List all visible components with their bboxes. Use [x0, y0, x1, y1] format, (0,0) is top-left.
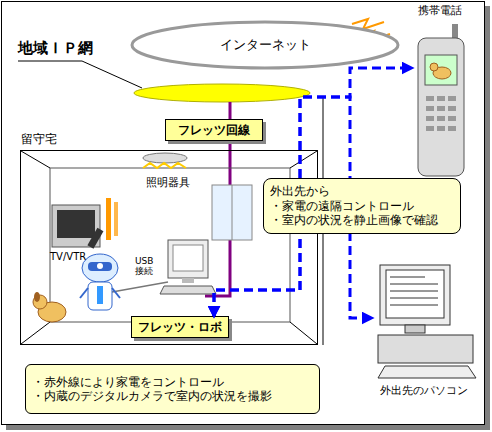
network-label: 地域ＩＰ網	[18, 40, 93, 57]
ceiling-lamp	[143, 163, 186, 168]
mobile-phone	[448, 96, 456, 101]
mobile-phone	[448, 116, 456, 121]
remote-computer	[390, 277, 425, 278]
ip-network-ellipse	[134, 84, 310, 102]
phone-node: 携帯電話	[412, 30, 470, 178]
robot	[80, 254, 168, 310]
remote-computer	[390, 305, 438, 306]
node-text: ・室内の状況を静止画像で確認	[270, 213, 454, 227]
process-box: フレッツ・ロボ	[131, 316, 229, 338]
node-text: フレッツ回線	[178, 123, 250, 137]
dog	[34, 292, 40, 302]
connection-label: USB接続	[135, 256, 161, 277]
leader-line	[18, 61, 142, 88]
remote-computer	[378, 265, 476, 378]
mobile-phone	[437, 116, 445, 121]
mobile-phone	[426, 106, 434, 111]
node-heading: 携帯電話	[418, 4, 462, 17]
computer-node: 外出先のパソコン	[372, 262, 480, 380]
mobile-phone	[430, 63, 438, 71]
dog	[33, 292, 66, 322]
remote-computer	[390, 291, 438, 292]
mobile-phone	[425, 55, 457, 85]
home-computer	[160, 240, 216, 294]
window	[212, 185, 252, 240]
remote-computer	[405, 325, 425, 333]
robot	[88, 282, 112, 310]
node-text: 外出先から	[270, 184, 454, 198]
dashed-connector	[214, 68, 412, 316]
window	[212, 185, 252, 240]
mobile-phone	[426, 96, 434, 101]
room-walls	[290, 322, 317, 344]
leader-line	[18, 61, 142, 88]
mobile-phone	[418, 24, 464, 176]
ceiling-lamp	[143, 153, 187, 163]
robot	[112, 288, 120, 298]
robot	[112, 282, 168, 292]
tv-vtr	[87, 228, 103, 249]
room-walls	[21, 151, 50, 168]
mobile-phone	[448, 126, 456, 131]
infrared-bars	[106, 198, 111, 240]
room-walls	[290, 151, 317, 168]
mobile-phone	[426, 126, 434, 131]
home-computer	[173, 245, 203, 271]
robot	[97, 286, 103, 304]
ip-network-ellipse	[134, 84, 310, 102]
mobile-phone	[418, 38, 464, 176]
room-walls	[50, 168, 290, 322]
remote-computer	[380, 265, 450, 325]
frame	[2, 2, 485, 425]
cloud-ellipse: インターネット	[130, 20, 400, 70]
remote-computer	[390, 284, 438, 285]
dashed-connector	[214, 97, 372, 318]
node-text: インターネット	[220, 37, 311, 53]
mobile-phone	[448, 106, 456, 111]
part-label: TV/VTR	[50, 251, 86, 263]
home-computer	[160, 286, 216, 294]
node-heading: 外出先のパソコン	[380, 384, 468, 397]
ellipse-outline	[132, 22, 398, 68]
home-computer	[182, 278, 194, 283]
tv-vtr	[57, 210, 95, 238]
part-label: 照明器具	[146, 177, 190, 190]
node-text: フレッツ・ロボ	[138, 320, 222, 334]
infrared-bars	[106, 198, 118, 240]
infrared-bars	[114, 202, 118, 236]
node-text: ・赤外線により家電をコントロール	[32, 375, 313, 389]
mobile-phone	[426, 116, 434, 121]
mobile-phone	[437, 106, 445, 111]
remote-computer	[378, 335, 473, 363]
robot	[82, 254, 118, 282]
node-heading: 留守宅	[21, 132, 57, 146]
window	[232, 185, 233, 240]
mobile-phone	[437, 126, 445, 131]
remote-computer	[390, 298, 438, 299]
process-box: フレッツ回線	[165, 119, 263, 141]
remote-computer	[378, 366, 476, 378]
mobile-phone	[437, 96, 445, 101]
room-walls	[21, 322, 50, 344]
robot	[80, 288, 88, 298]
remote-computer	[386, 270, 444, 318]
node-text: ・内蔵のデジタルカメラで室内の状況を撮影	[32, 389, 313, 403]
callout-box: 外出先から・家電の遠隔コントロール・室内の状況を静止画像で確認	[263, 178, 461, 234]
ceiling-lamp	[143, 153, 187, 168]
note-box: ・赤外線により家電をコントロール・内蔵のデジタルカメラで室内の状況を撮影	[25, 364, 320, 414]
robot	[88, 262, 112, 271]
tv-vtr	[52, 205, 103, 249]
home-computer	[168, 240, 208, 278]
robot	[97, 263, 103, 269]
node-text: ・家電の遠隔コントロール	[270, 199, 454, 213]
